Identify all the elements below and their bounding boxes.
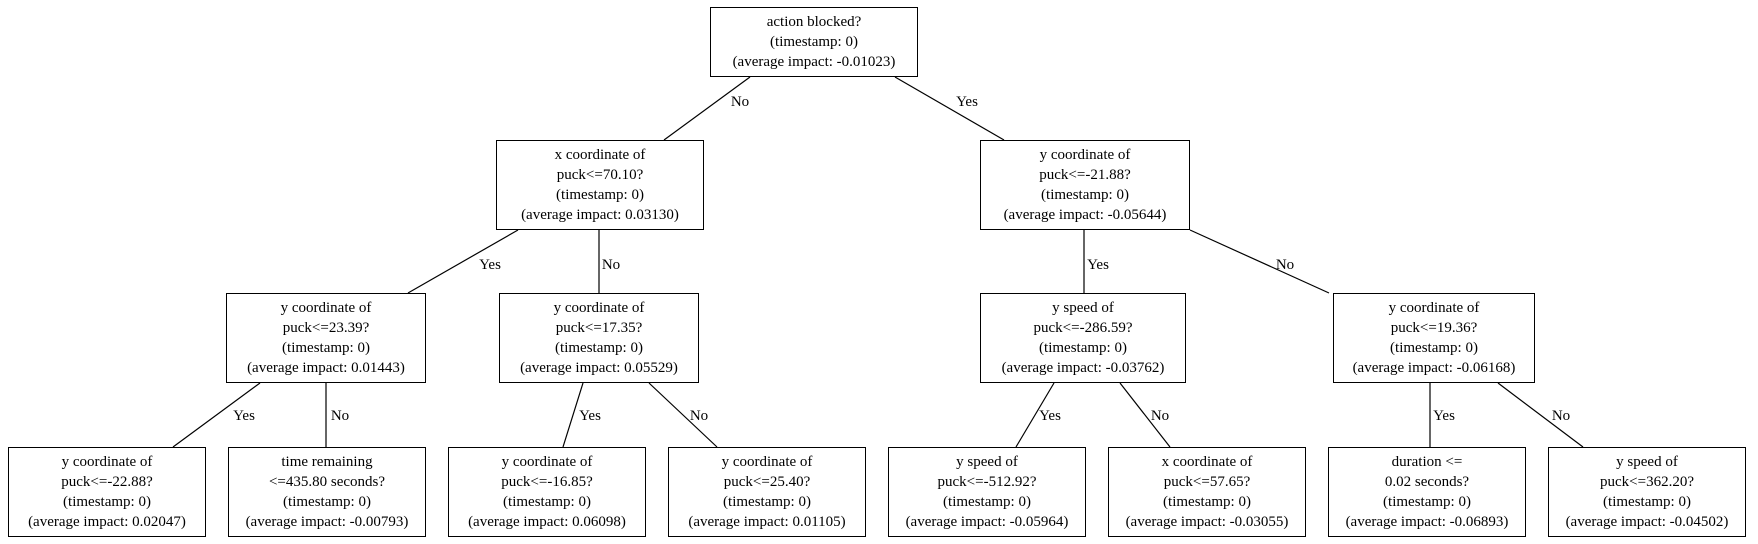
- edge-l3a-to-leaf1: [172, 382, 261, 448]
- node-average-impact: (average impact: -0.01023): [732, 54, 896, 70]
- node-timestamp: (timestamp: 0): [723, 494, 811, 510]
- node-timestamp: (timestamp: 0): [555, 340, 643, 356]
- node-question: puck<=362.20?: [1600, 474, 1694, 490]
- node-question: y coordinate of: [721, 454, 813, 470]
- node-average-impact: (average impact: 0.03130): [521, 207, 679, 223]
- edge-l2b-to-l3d: [1189, 229, 1330, 294]
- node-question: y coordinate of: [553, 300, 645, 316]
- leaf-x-coord-57-65: x coordinate of puck<=57.65? (timestamp:…: [1108, 447, 1306, 537]
- edge-label-no: No: [690, 408, 708, 424]
- node-question: 0.02 seconds?: [1384, 474, 1470, 490]
- node-question: y coordinate of: [280, 300, 372, 316]
- node-average-impact: (average impact: -0.00793): [245, 514, 409, 530]
- node-average-impact: (average impact: 0.02047): [28, 514, 186, 530]
- node-average-impact: (average impact: -0.03762): [1001, 360, 1165, 376]
- edge-l3b-to-leaf4: [648, 382, 718, 448]
- edge-root-to-l2a: [663, 76, 751, 141]
- edge-label-no: No: [1276, 257, 1294, 273]
- edge-l3c-to-leaf6: [1119, 382, 1171, 448]
- leaf-y-speed-neg-512-92: y speed of puck<=-512.92? (timestamp: 0)…: [888, 447, 1086, 537]
- node-question: puck<=70.10?: [556, 167, 644, 183]
- node-average-impact: (average impact: 0.05529): [520, 360, 678, 376]
- edge-label-no: No: [1552, 408, 1570, 424]
- node-question: puck<=23.39?: [282, 320, 370, 336]
- node-average-impact: (average impact: -0.04502): [1565, 514, 1729, 530]
- node-question: puck<=-16.85?: [501, 474, 593, 490]
- node-question: puck<=-21.88?: [1039, 167, 1131, 183]
- edge-label-yes: Yes: [1039, 408, 1061, 424]
- node-timestamp: (timestamp: 0): [1039, 340, 1127, 356]
- node-timestamp: (timestamp: 0): [1603, 494, 1691, 510]
- node-average-impact: (average impact: 0.01443): [247, 360, 405, 376]
- node-question: y coordinate of: [501, 454, 593, 470]
- node-average-impact: (average impact: -0.03055): [1125, 514, 1289, 530]
- edge-l3d-to-leaf8: [1497, 382, 1584, 448]
- node-y-coord-17-35: y coordinate of puck<=17.35? (timestamp:…: [499, 293, 699, 383]
- edge-l3c-to-leaf5: [1015, 382, 1055, 448]
- node-x-coord-70-10: x coordinate of puck<=70.10? (timestamp:…: [496, 140, 704, 230]
- leaf-time-remaining-435-80: time remaining <=435.80 seconds? (timest…: [228, 447, 426, 537]
- edge-l3b-to-leaf3: [562, 382, 584, 448]
- node-timestamp: (timestamp: 0): [770, 34, 858, 50]
- edge-label-no: No: [731, 94, 749, 110]
- node-timestamp: (timestamp: 0): [1163, 494, 1251, 510]
- node-question: puck<=-22.88?: [61, 474, 153, 490]
- node-question: y speed of: [1052, 300, 1114, 316]
- edge-label-yes: Yes: [1433, 408, 1455, 424]
- node-question: y coordinate of: [1039, 147, 1131, 163]
- leaf-duration-0-02: duration <= 0.02 seconds? (timestamp: 0)…: [1328, 447, 1526, 537]
- edge-label-no: No: [1151, 408, 1169, 424]
- node-question: puck<=57.65?: [1163, 474, 1251, 490]
- node-question: puck<=-286.59?: [1033, 320, 1133, 336]
- node-y-coord-23-39: y coordinate of puck<=23.39? (timestamp:…: [226, 293, 426, 383]
- node-timestamp: (timestamp: 0): [1390, 340, 1478, 356]
- node-average-impact: (average impact: -0.06168): [1352, 360, 1516, 376]
- node-question: y coordinate of: [1388, 300, 1480, 316]
- node-action-blocked: action blocked? (timestamp: 0) (average …: [710, 7, 918, 77]
- node-question: puck<=-512.92?: [937, 474, 1037, 490]
- node-question: duration <=: [1391, 454, 1463, 470]
- edge-l2a-to-l3a: [407, 229, 519, 294]
- node-timestamp: (timestamp: 0): [503, 494, 591, 510]
- node-timestamp: (timestamp: 0): [1041, 187, 1129, 203]
- node-question: y speed of: [1616, 454, 1678, 470]
- node-question: puck<=19.36?: [1390, 320, 1478, 336]
- leaf-y-coord-neg-22-88: y coordinate of puck<=-22.88? (timestamp…: [8, 447, 206, 537]
- leaf-y-coord-neg-16-85: y coordinate of puck<=-16.85? (timestamp…: [448, 447, 646, 537]
- edge-label-no: No: [602, 257, 620, 273]
- node-timestamp: (timestamp: 0): [63, 494, 151, 510]
- node-question: time remaining: [281, 454, 373, 470]
- edge-root-to-l2b: [894, 76, 1005, 141]
- edge-label-yes: Yes: [1087, 257, 1109, 273]
- edge-label-yes: Yes: [579, 408, 601, 424]
- node-question: y speed of: [956, 454, 1018, 470]
- node-average-impact: (average impact: -0.05964): [905, 514, 1069, 530]
- node-average-impact: (average impact: 0.06098): [468, 514, 626, 530]
- node-question: y coordinate of: [61, 454, 153, 470]
- node-question: <=435.80 seconds?: [268, 474, 386, 490]
- node-timestamp: (timestamp: 0): [282, 340, 370, 356]
- node-question: action blocked?: [766, 14, 862, 30]
- node-y-speed-neg-286-59: y speed of puck<=-286.59? (timestamp: 0)…: [980, 293, 1186, 383]
- node-question: puck<=17.35?: [555, 320, 643, 336]
- edge-label-no: No: [331, 408, 349, 424]
- node-y-coord-neg-21-88: y coordinate of puck<=-21.88? (timestamp…: [980, 140, 1190, 230]
- node-average-impact: (average impact: 0.01105): [688, 514, 846, 530]
- node-average-impact: (average impact: -0.05644): [1003, 207, 1167, 223]
- edge-label-yes: Yes: [956, 94, 978, 110]
- node-timestamp: (timestamp: 0): [556, 187, 644, 203]
- node-y-coord-19-36: y coordinate of puck<=19.36? (timestamp:…: [1333, 293, 1535, 383]
- node-question: puck<=25.40?: [723, 474, 811, 490]
- leaf-y-coord-25-40: y coordinate of puck<=25.40? (timestamp:…: [668, 447, 866, 537]
- node-timestamp: (timestamp: 0): [1383, 494, 1471, 510]
- node-question: x coordinate of: [554, 147, 646, 163]
- node-timestamp: (timestamp: 0): [943, 494, 1031, 510]
- node-question: x coordinate of: [1161, 454, 1253, 470]
- edge-label-yes: Yes: [479, 257, 501, 273]
- leaf-y-speed-362-20: y speed of puck<=362.20? (timestamp: 0) …: [1548, 447, 1746, 537]
- edge-label-yes: Yes: [233, 408, 255, 424]
- node-timestamp: (timestamp: 0): [283, 494, 371, 510]
- node-average-impact: (average impact: -0.06893): [1345, 514, 1509, 530]
